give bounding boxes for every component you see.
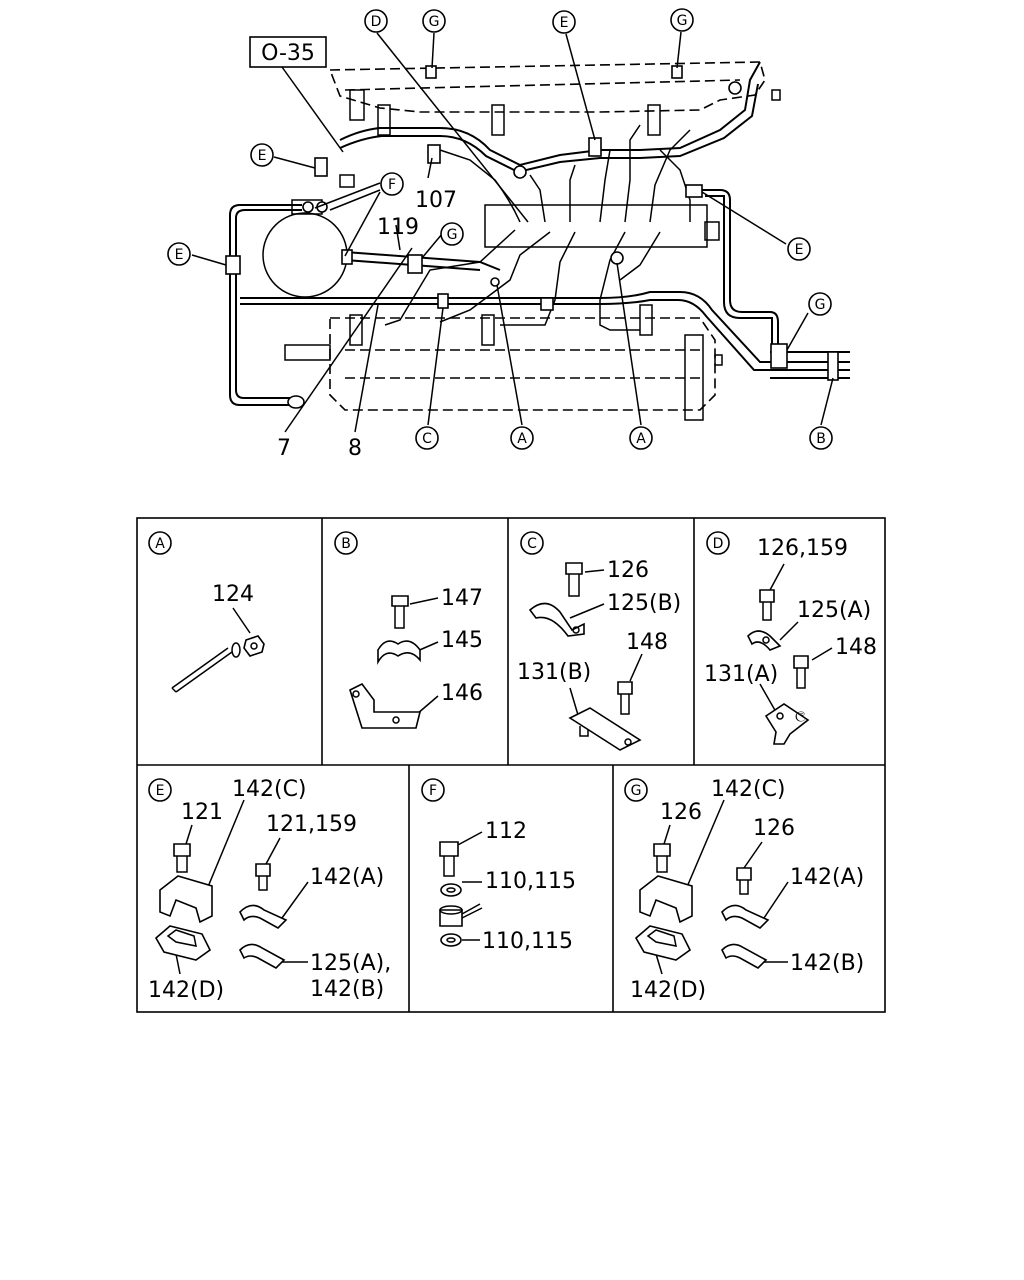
callout-F-mid: F (380, 172, 404, 196)
detail-panel-F: F 112 110,115 110,115 (421, 778, 576, 954)
reference-tag-box (249, 36, 327, 68)
part-number-119: 119 (377, 215, 419, 240)
panel-D-letter: D (713, 536, 724, 552)
callout-G-top-1: G (422, 9, 446, 33)
part-number-8: 8 (348, 436, 362, 461)
panel-E-part-121-159: 121,159 (266, 812, 357, 837)
svg-text:G: G (815, 297, 826, 313)
panel-G-part-126-a: 126 (660, 800, 702, 825)
panel-C-part-148: 148 (626, 630, 668, 655)
callout-G-mid: G (440, 222, 464, 246)
callout-B-bottom: B (809, 426, 833, 450)
panel-E-part-142A: 142(A) (310, 865, 384, 890)
panel-G-letter: G (631, 783, 642, 799)
svg-text:E: E (175, 247, 184, 263)
panel-E-part-142B: 142(B) (310, 977, 384, 1002)
svg-text:F: F (388, 177, 396, 193)
panel-F-part-112: 112 (485, 819, 527, 844)
svg-text:C: C (422, 431, 432, 447)
panel-B-part-147: 147 (441, 586, 483, 611)
part-number-7: 7 (277, 436, 291, 461)
detail-panel-G: G 126 142(C) 126 142(A) 142(B) 142(D) (624, 777, 864, 1003)
panel-G-part-142C: 142(C) (711, 777, 786, 802)
leader-lines (191, 31, 834, 433)
panel-E-letter: E (156, 783, 165, 799)
callout-D-top: D (364, 9, 388, 33)
panel-G-part-142A: 142(A) (790, 865, 864, 890)
svg-text:G: G (677, 13, 688, 29)
panel-C-part-131B: 131(B) (517, 660, 591, 685)
callout-A-bottom-1: A (510, 426, 534, 450)
panel-F-part-110-115-a: 110,115 (485, 869, 576, 894)
panel-B-part-146: 146 (441, 681, 483, 706)
panel-C-part-125B: 125(B) (607, 591, 681, 616)
panel-A-part-124: 124 (212, 582, 254, 607)
panel-E-part-142D: 142(D) (148, 978, 224, 1003)
callout-E-left: E (167, 242, 191, 266)
detail-panel-B: B 147 145 146 (334, 531, 483, 729)
svg-text:G: G (447, 227, 458, 243)
svg-text:G: G (429, 14, 440, 30)
detail-panel-E: E 121 142(C) 121,159 142(A) 125(A), 142(… (148, 777, 391, 1003)
callout-E-left-upper: E (250, 143, 274, 167)
callout-A-bottom-2: A (629, 426, 653, 450)
panel-D-part-126-159: 126,159 (757, 536, 848, 561)
panel-C-part-126: 126 (607, 558, 649, 583)
panel-D-part-148: 148 (835, 635, 877, 660)
panel-D-part-131A: 131(A) (704, 662, 778, 687)
callout-G-right: G (808, 292, 832, 316)
panel-C-letter: C (527, 536, 537, 552)
panel-E-part-121: 121 (181, 800, 223, 825)
svg-text:B: B (816, 431, 826, 447)
svg-text:A: A (517, 431, 527, 447)
svg-text:D: D (371, 14, 382, 30)
part-number-107: 107 (415, 188, 457, 213)
panel-E-part-125A: 125(A), (310, 951, 391, 976)
callout-E-right: E (787, 237, 811, 261)
panel-B-part-145: 145 (441, 628, 483, 653)
panel-D-part-125A: 125(A) (797, 598, 871, 623)
svg-text:E: E (560, 15, 569, 31)
panel-E-part-142C: 142(C) (232, 777, 307, 802)
callout-E-top: E (552, 10, 576, 34)
panel-G-part-126-b: 126 (753, 816, 795, 841)
svg-text:E: E (795, 242, 804, 258)
panel-A-letter: A (155, 536, 165, 552)
svg-text:E: E (258, 148, 267, 164)
panel-F-letter: F (429, 783, 437, 799)
callout-C-bottom: C (415, 426, 439, 450)
engine-assembly-drawing (225, 61, 850, 421)
detail-panel-grid (136, 517, 886, 1013)
callout-G-top-2: G (670, 8, 694, 32)
reference-tag: O-35 (261, 41, 315, 66)
svg-text:A: A (636, 431, 646, 447)
panel-G-part-142B: 142(B) (790, 951, 864, 976)
panel-B-letter: B (341, 536, 351, 552)
detail-panel-D: D 126,159 125(A) 148 131(A) ල (704, 531, 877, 745)
panel-G-part-142D: 142(D) (630, 978, 706, 1003)
svg-text:ල: ල (795, 706, 806, 722)
detail-panel-A: A 124 (148, 531, 265, 693)
panel-F-part-110-115-b: 110,115 (482, 929, 573, 954)
detail-panel-C: C 126 125(B) 148 131(B) (517, 531, 681, 751)
